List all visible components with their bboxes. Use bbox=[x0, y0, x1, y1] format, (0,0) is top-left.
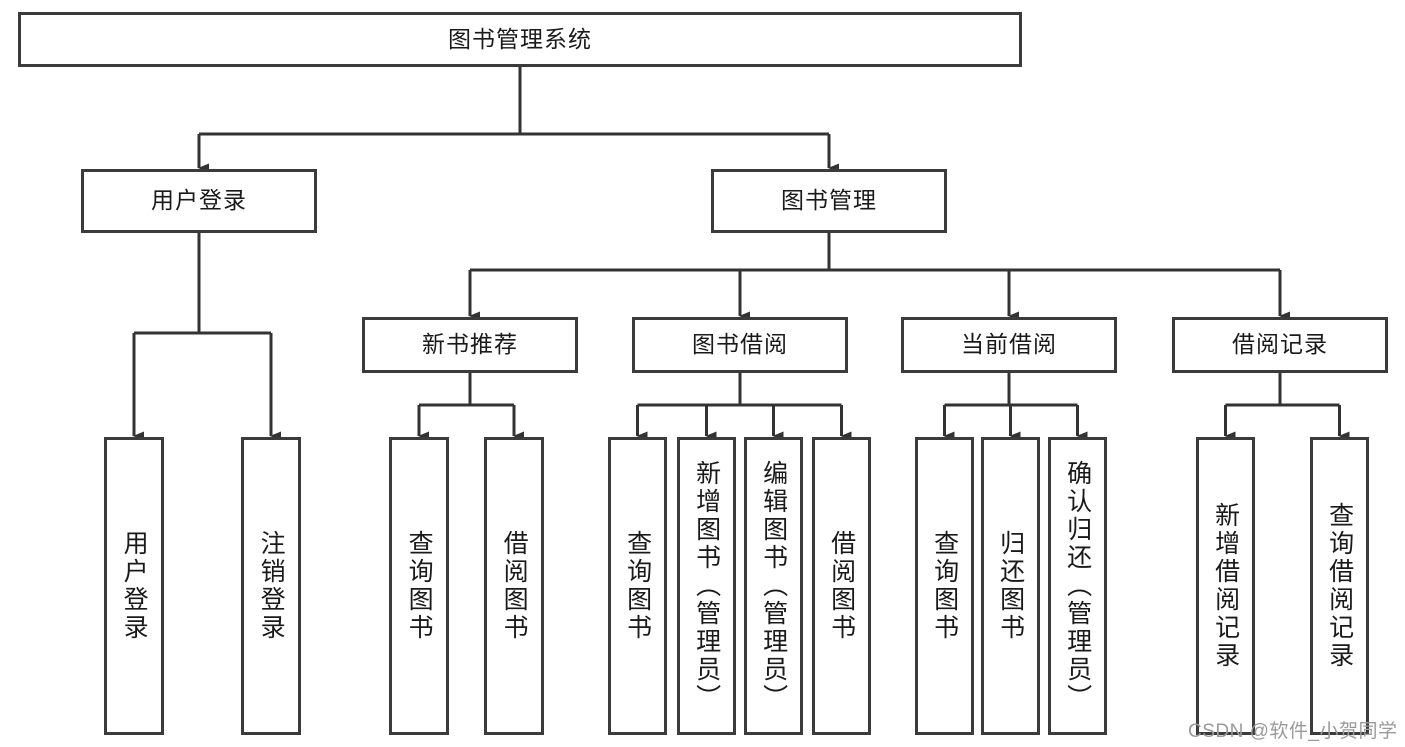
node-user-login[interactable]: 用户登录 bbox=[81, 169, 317, 233]
node-borrow-record[interactable]: 借阅记录 bbox=[1172, 317, 1388, 373]
node-leaf-login[interactable]: 用户登录 bbox=[104, 437, 164, 735]
node-label-leaf-query-2: 查询图书 bbox=[623, 530, 652, 642]
node-label-leaf-borrow-2: 借阅图书 bbox=[827, 530, 856, 642]
node-leaf-query-3[interactable]: 查询图书 bbox=[915, 437, 974, 735]
node-label-leaf-add-book: 新增图书（管理员） bbox=[692, 460, 721, 712]
node-new-book-rec[interactable]: 新书推荐 bbox=[362, 317, 578, 373]
node-label-root: 图书管理系统 bbox=[448, 25, 592, 52]
node-leaf-edit-book[interactable]: 编辑图书（管理员） bbox=[744, 437, 803, 735]
node-leaf-query-1[interactable]: 查询图书 bbox=[389, 437, 449, 735]
node-leaf-query-2[interactable]: 查询图书 bbox=[608, 437, 667, 735]
node-current-borrow[interactable]: 当前借阅 bbox=[901, 317, 1117, 373]
node-book-borrow[interactable]: 图书借阅 bbox=[632, 317, 848, 373]
node-leaf-logout[interactable]: 注销登录 bbox=[241, 437, 301, 735]
node-label-current-borrow: 当前借阅 bbox=[961, 331, 1057, 358]
node-label-leaf-query-3: 查询图书 bbox=[930, 530, 959, 642]
node-label-leaf-confirm: 确认归还（管理员） bbox=[1063, 460, 1092, 712]
node-label-leaf-edit-book: 编辑图书（管理员） bbox=[759, 460, 788, 712]
node-label-book-manage: 图书管理 bbox=[781, 187, 877, 214]
node-leaf-return[interactable]: 归还图书 bbox=[981, 437, 1040, 735]
node-label-leaf-add-rec: 新增借阅记录 bbox=[1211, 502, 1240, 670]
node-label-book-borrow: 图书借阅 bbox=[692, 331, 788, 358]
node-label-leaf-logout: 注销登录 bbox=[257, 530, 286, 642]
node-label-leaf-return: 归还图书 bbox=[996, 530, 1025, 642]
node-label-leaf-query-rec: 查询借阅记录 bbox=[1325, 502, 1354, 670]
node-label-new-book-rec: 新书推荐 bbox=[422, 331, 518, 358]
node-leaf-borrow-2[interactable]: 借阅图书 bbox=[812, 437, 871, 735]
node-label-leaf-borrow-1: 借阅图书 bbox=[500, 530, 529, 642]
node-book-manage[interactable]: 图书管理 bbox=[711, 169, 947, 233]
node-label-borrow-record: 借阅记录 bbox=[1232, 331, 1328, 358]
node-leaf-add-rec[interactable]: 新增借阅记录 bbox=[1196, 437, 1255, 735]
node-leaf-query-rec[interactable]: 查询借阅记录 bbox=[1310, 437, 1369, 735]
node-label-leaf-login: 用户登录 bbox=[120, 530, 149, 642]
node-root[interactable]: 图书管理系统 bbox=[18, 12, 1022, 67]
node-leaf-add-book[interactable]: 新增图书（管理员） bbox=[677, 437, 736, 735]
node-label-user-login: 用户登录 bbox=[151, 187, 247, 214]
node-leaf-confirm[interactable]: 确认归还（管理员） bbox=[1048, 437, 1107, 735]
node-leaf-borrow-1[interactable]: 借阅图书 bbox=[484, 437, 544, 735]
node-label-leaf-query-1: 查询图书 bbox=[405, 530, 434, 642]
